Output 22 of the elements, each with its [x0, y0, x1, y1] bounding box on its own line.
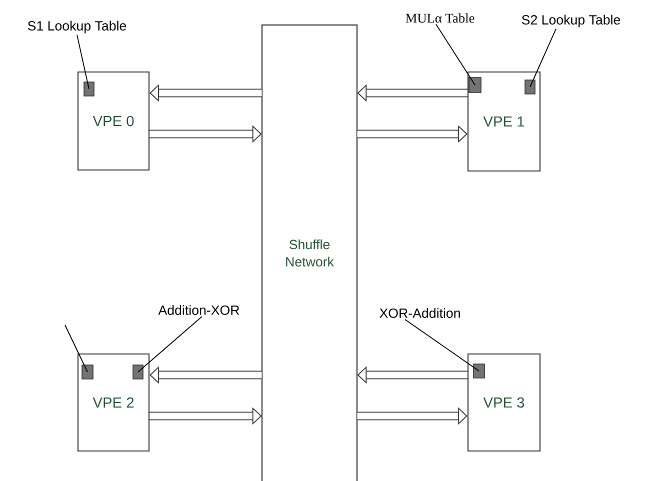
callout-label: S1 Lookup Table [28, 20, 126, 34]
leader-line [436, 24, 476, 86]
callout-label: XOR-Addition [380, 308, 460, 318]
leader-line [530, 28, 556, 88]
processor-box: VPE 2 [77, 353, 150, 452]
table-block [84, 82, 94, 96]
leader-line [64, 324, 88, 372]
leader-line [404, 319, 480, 372]
callout-label: Addition-XOR [158, 305, 240, 315]
leader-line [76, 34, 90, 90]
callout-label: MULα Table [406, 13, 474, 23]
table-block [524, 80, 536, 94]
table-block [473, 364, 485, 378]
processor-box: VPE 3 [467, 353, 541, 452]
processor-box: VPE 1 [467, 71, 541, 172]
table-block [468, 77, 482, 93]
network-bus: Shuffle Network [261, 24, 358, 481]
table-block [132, 364, 144, 380]
callout-label: S2 Lookup Table [522, 14, 620, 28]
processor-box: VPE 0 [77, 71, 150, 171]
leader-line [138, 316, 202, 372]
table-block [82, 364, 94, 380]
